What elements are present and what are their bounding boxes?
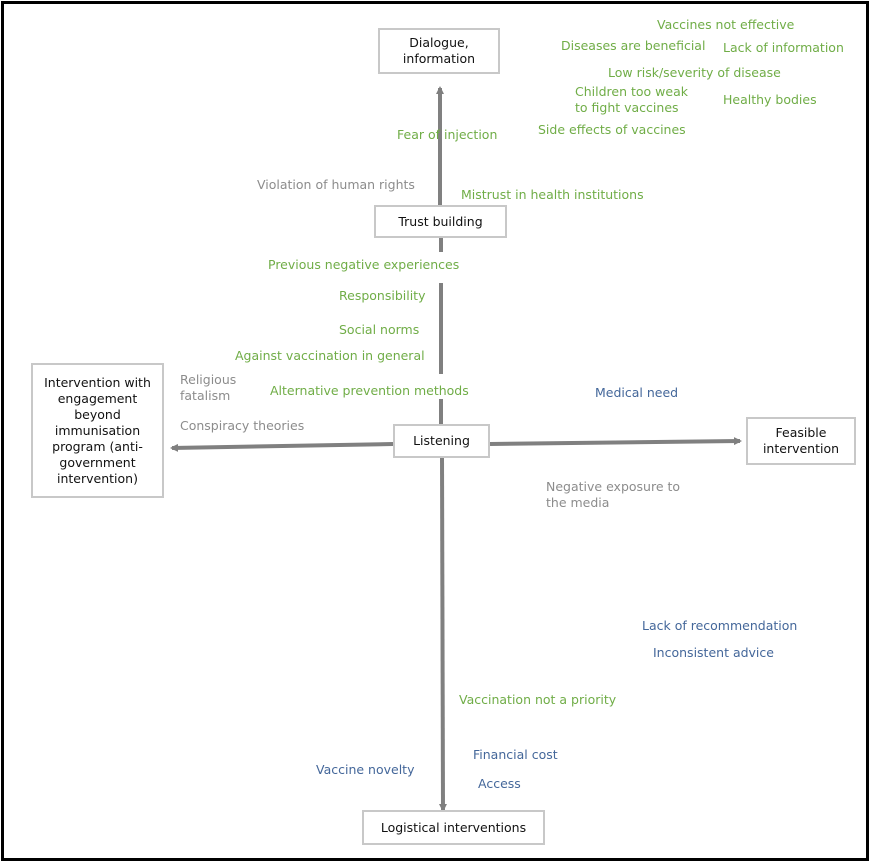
node-left-line: beyond (74, 406, 121, 422)
factor-vaccines-not-effective: Vaccines not effective (657, 17, 795, 32)
factor-religious-fatalism-line2: fatalism (180, 388, 231, 403)
factor-social-norms: Social norms (339, 322, 420, 337)
arrow-right-segment (489, 437, 742, 446)
factor-religious-fatalism-line1: Religious (180, 372, 237, 387)
factor-side-effects: Side effects of vaccines (538, 122, 686, 137)
node-left-line: immunisation (54, 422, 141, 438)
node-trust-building: Trust building (374, 205, 507, 238)
factor-previous-negative-experiences: Previous negative experiences (268, 257, 460, 272)
factor-against-vaccination: Against vaccination in general (235, 348, 425, 363)
node-left-line: Intervention with (44, 374, 151, 390)
node-right-line2: intervention (762, 441, 840, 456)
factor-inconsistent-advice: Inconsistent advice (653, 645, 774, 660)
node-dialogue-line1: Dialogue, (409, 35, 469, 50)
factor-alternative-prevention: Alternative prevention methods (270, 383, 469, 398)
factor-children-weak-line1: Children too weak (575, 84, 688, 99)
factor-healthy-bodies: Healthy bodies (723, 92, 817, 107)
factor-financial-cost: Financial cost (473, 747, 558, 762)
factor-lack-of-recommendation: Lack of recommendation (642, 618, 798, 633)
factor-mistrust-health-institutions: Mistrust in health institutions (461, 187, 644, 202)
factor-access: Access (478, 776, 521, 791)
node-feasible-intervention: Feasible intervention (746, 417, 856, 465)
factor-negative-media-line2: the media (546, 495, 610, 507)
arrow-left-segment (170, 442, 394, 452)
node-dialogue-line2: information (402, 51, 476, 66)
arrow-down-segment (438, 456, 447, 812)
factor-medical-need: Medical need (595, 385, 679, 400)
node-listening: Listening (393, 424, 490, 458)
factor-fear-of-injection: Fear of injection (397, 127, 498, 142)
node-listening-label: Listening (413, 433, 470, 448)
node-logistical-label: Logistical interventions (380, 819, 527, 835)
factor-low-risk: Low risk/severity of disease (608, 65, 781, 80)
factor-conspiracy-theories: Conspiracy theories (180, 418, 305, 433)
node-left-line: engagement (57, 390, 138, 406)
factor-diseases-beneficial: Diseases are beneficial (561, 38, 706, 53)
factor-children-weak-line2: to fight vaccines (575, 100, 679, 115)
factor-responsibility: Responsibility (339, 288, 426, 303)
node-left-line: program (anti- (52, 438, 143, 454)
factor-vaccine-novelty: Vaccine novelty (316, 762, 415, 777)
factor-lack-of-information: Lack of information (723, 40, 844, 55)
node-trust-label: Trust building (398, 213, 483, 229)
node-left-line: intervention) (57, 470, 138, 486)
factor-negative-media-line1: Negative exposure to (546, 479, 681, 494)
node-left-line: government (59, 454, 136, 470)
node-right-line1: Feasible (775, 425, 827, 440)
factor-violation-human-rights: Violation of human rights (257, 177, 415, 192)
node-anti-government-intervention: Intervention with engagement beyond immu… (31, 363, 164, 498)
node-dialogue-information: Dialogue, information (378, 28, 500, 74)
node-logistical-interventions: Logistical interventions (362, 810, 545, 845)
factor-vaccination-not-priority: Vaccination not a priority (459, 692, 617, 707)
